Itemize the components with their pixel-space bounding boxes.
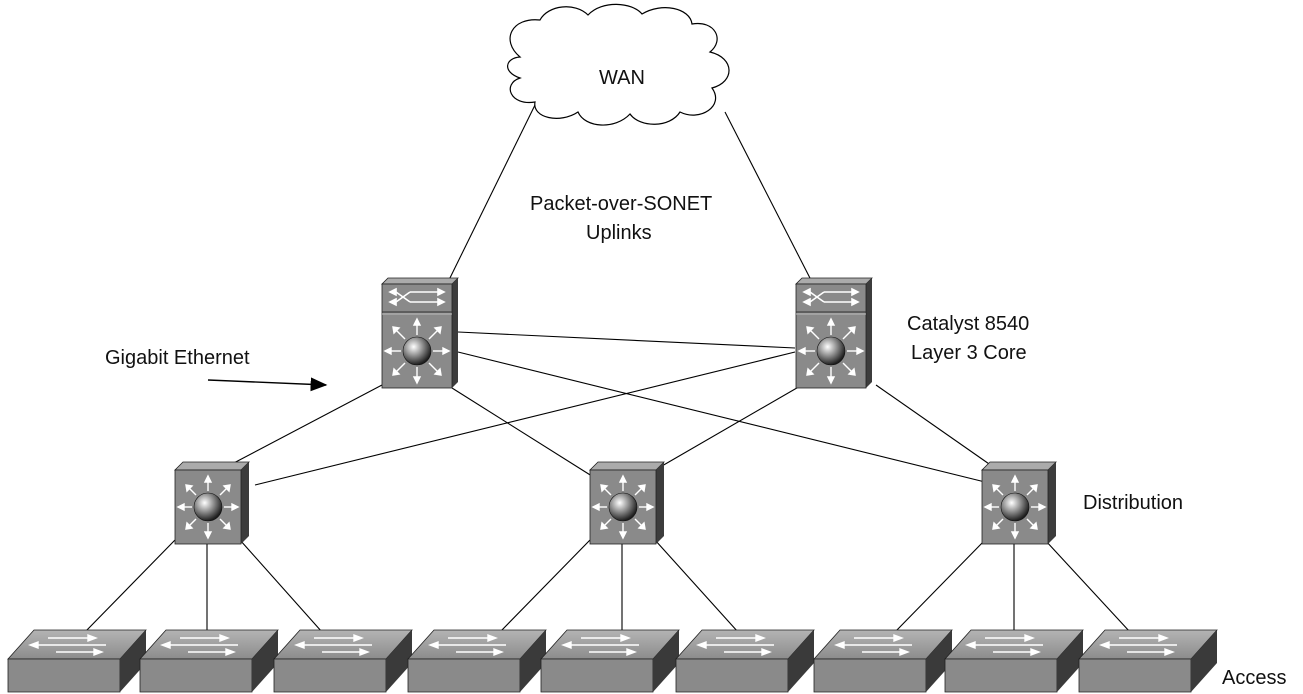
layer3-switch-icon <box>795 277 873 389</box>
pos-uplinks-label-line2: Uplinks <box>586 222 652 244</box>
workgroup-switch-icon <box>1078 629 1218 693</box>
link-coreR-distM <box>654 384 803 471</box>
workgroup-switch-icon <box>944 629 1084 693</box>
core-label-line1: Catalyst 8540 <box>907 313 1030 335</box>
layer3-switch-icon <box>381 277 459 389</box>
link-coreR-distR <box>875 384 993 467</box>
link-coreR-distL <box>254 351 796 486</box>
link-coreL-distM <box>451 387 596 479</box>
wan-label: WAN <box>599 67 645 89</box>
workgroup-switch-icon <box>540 629 680 693</box>
workgroup-switch-icon <box>139 629 279 693</box>
link-distL-acc1 <box>84 539 176 633</box>
workgroup-switch-icon <box>7 629 147 693</box>
access-switches <box>7 629 1218 693</box>
gigabit-ethernet-label: Gigabit Ethernet <box>105 347 250 369</box>
access-label: Access <box>1222 667 1287 689</box>
cloud-icon <box>507 3 730 126</box>
workgroup-switch-icon <box>407 629 547 693</box>
link-coreL-distL <box>229 384 383 466</box>
distribution-label: Distribution <box>1083 492 1184 514</box>
workgroup-switch-icon <box>813 629 953 693</box>
workgroup-switch-icon <box>675 629 815 693</box>
link-distM-acc6 <box>654 539 739 633</box>
pos-uplink-left <box>446 104 536 285</box>
core-label-line2: Layer 3 Core <box>911 342 1027 364</box>
links <box>84 104 1131 633</box>
link-distL-acc3 <box>239 539 323 633</box>
multilayer-switch-icon <box>174 461 250 545</box>
link-coreL-distR <box>457 351 986 483</box>
pos-uplinks-label-line1: Packet-over-SONET <box>530 193 713 215</box>
workgroup-switch-icon <box>273 629 413 693</box>
link-distR-acc7 <box>894 539 986 633</box>
multilayer-switch-icon <box>589 461 665 545</box>
link-distM-acc4 <box>499 539 591 633</box>
link-distR-acc9 <box>1044 539 1131 633</box>
pos-uplink-right <box>724 111 813 283</box>
gigabit-pointer-arrow <box>207 377 328 392</box>
core-interconnect-top <box>457 331 796 349</box>
multilayer-switch-icon <box>981 461 1057 545</box>
